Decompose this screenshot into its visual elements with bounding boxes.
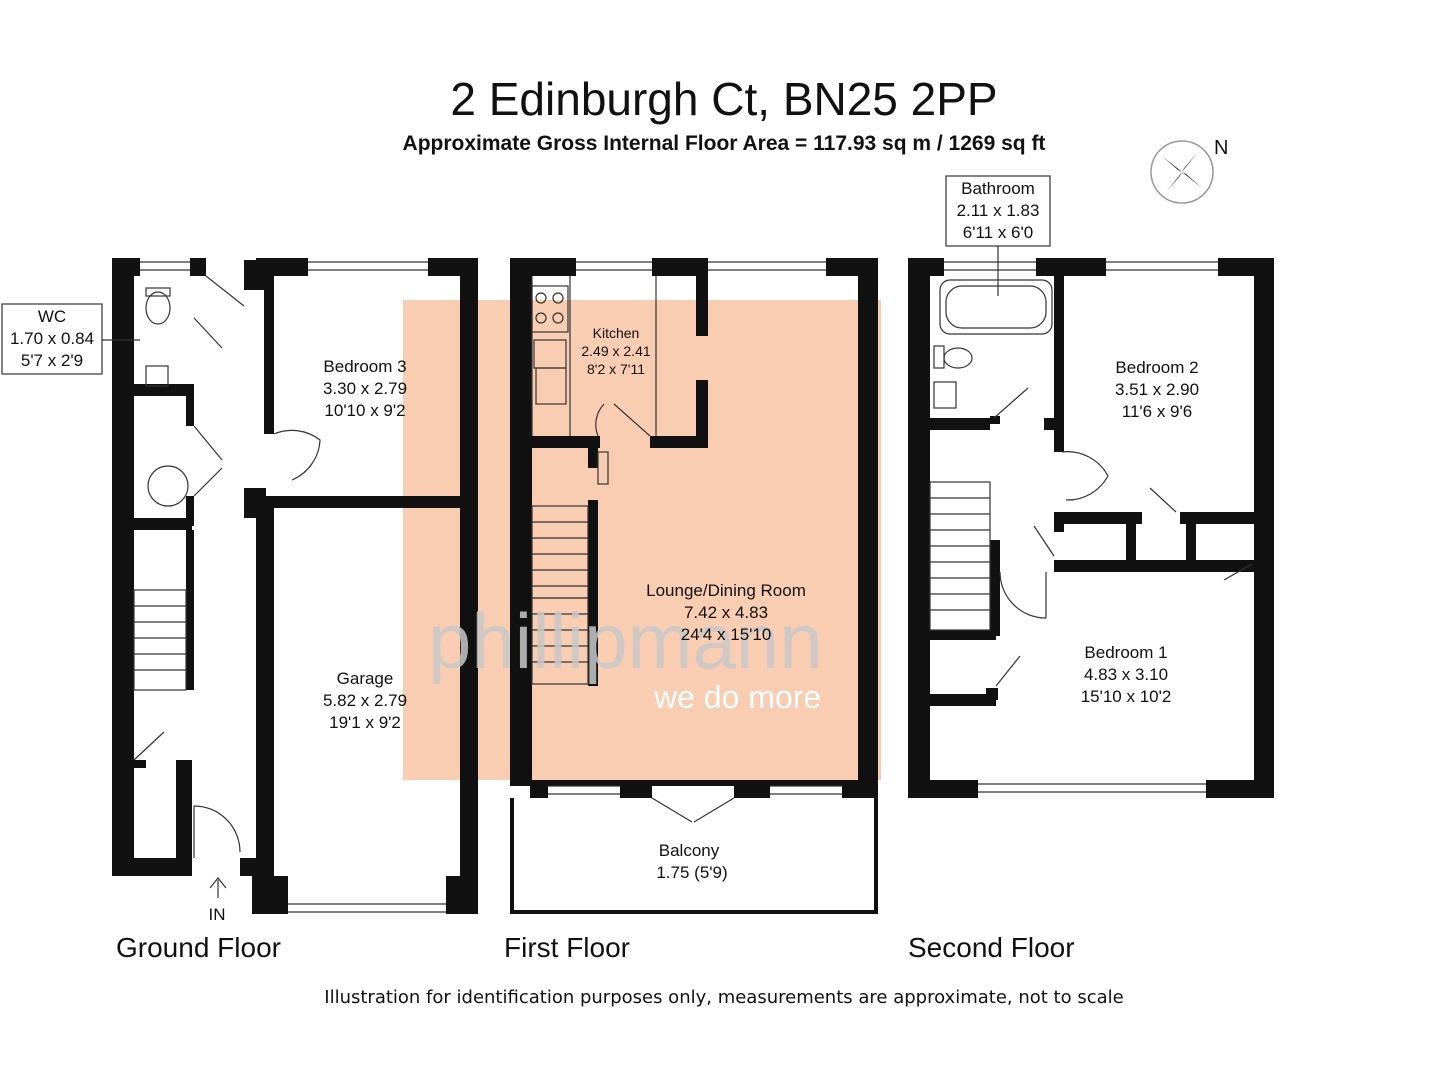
- plan-title: 2 Edinburgh Ct, BN25 2PP: [450, 73, 998, 125]
- room-imperial-bedroom2: 11'6 x 9'6: [1122, 402, 1192, 421]
- floor-area-subtitle: Approximate Gross Internal Floor Area = …: [402, 132, 1046, 155]
- room-imperial-kitchen: 8'2 x 7'11: [587, 361, 645, 377]
- room-name-wc: WC: [38, 307, 66, 326]
- room-name-bedroom2: Bedroom 2: [1115, 358, 1198, 377]
- room-imperial-bedroom3: 10'10 x 9'2: [324, 401, 405, 420]
- floor-label-first: First Floor: [504, 932, 630, 963]
- floor-label-ground: Ground Floor: [116, 932, 281, 963]
- room-name-bedroom1: Bedroom 1: [1084, 643, 1167, 662]
- room-name-balcony: Balcony: [659, 841, 720, 860]
- disclaimer-footnote: Illustration for identification purposes…: [324, 987, 1124, 1008]
- entrance-label: IN: [209, 905, 226, 924]
- floor-label-second: Second Floor: [908, 932, 1075, 963]
- second-floor-details: [1, 175, 1253, 793]
- room-metric-lounge: 7.42 x 4.83: [684, 603, 768, 622]
- room-metric-bathroom: 2.11 x 1.83: [957, 201, 1040, 220]
- first-floor-details: [531, 261, 842, 823]
- room-name-bathroom: Bathroom: [961, 179, 1035, 198]
- watermark-tagline: we do more: [653, 679, 821, 715]
- room-name-lounge: Lounge/Dining Room: [646, 581, 806, 600]
- compass-north-label: N: [1214, 137, 1228, 159]
- room-metric-bedroom1: 4.83 x 3.10: [1084, 665, 1168, 684]
- room-imperial-wc: 5'7 x 2'9: [21, 351, 83, 370]
- first-floor-plan: [510, 258, 878, 914]
- room-metric-kitchen: 2.49 x 2.41: [581, 343, 650, 359]
- watermark-brand: phillipmann: [428, 597, 823, 685]
- ground-floor-plan: [112, 258, 478, 914]
- room-metric-garage: 5.82 x 2.79: [323, 691, 407, 710]
- second-floor-plan: [908, 258, 1274, 798]
- room-imperial-lounge: 24'4 x 15'10: [681, 625, 772, 644]
- room-metric-wc: 1.70 x 0.84: [10, 329, 94, 348]
- watermark-panel: [403, 300, 881, 780]
- room-metric-bedroom3: 3.30 x 2.79: [323, 379, 407, 398]
- room-metric-balcony: 1.75 (5'9): [656, 863, 727, 882]
- room-name-kitchen: Kitchen: [593, 325, 640, 341]
- room-imperial-bedroom1: 15'10 x 10'2: [1081, 687, 1172, 706]
- room-imperial-bathroom: 6'11 x 6'0: [963, 223, 1033, 242]
- ground-floor-details: [133, 261, 446, 913]
- room-name-bedroom3: Bedroom 3: [323, 357, 406, 376]
- room-name-garage: Garage: [337, 669, 394, 688]
- compass-icon: [1150, 140, 1214, 204]
- room-metric-bedroom2: 3.51 x 2.90: [1115, 380, 1199, 399]
- room-imperial-garage: 19'1 x 9'2: [329, 713, 401, 732]
